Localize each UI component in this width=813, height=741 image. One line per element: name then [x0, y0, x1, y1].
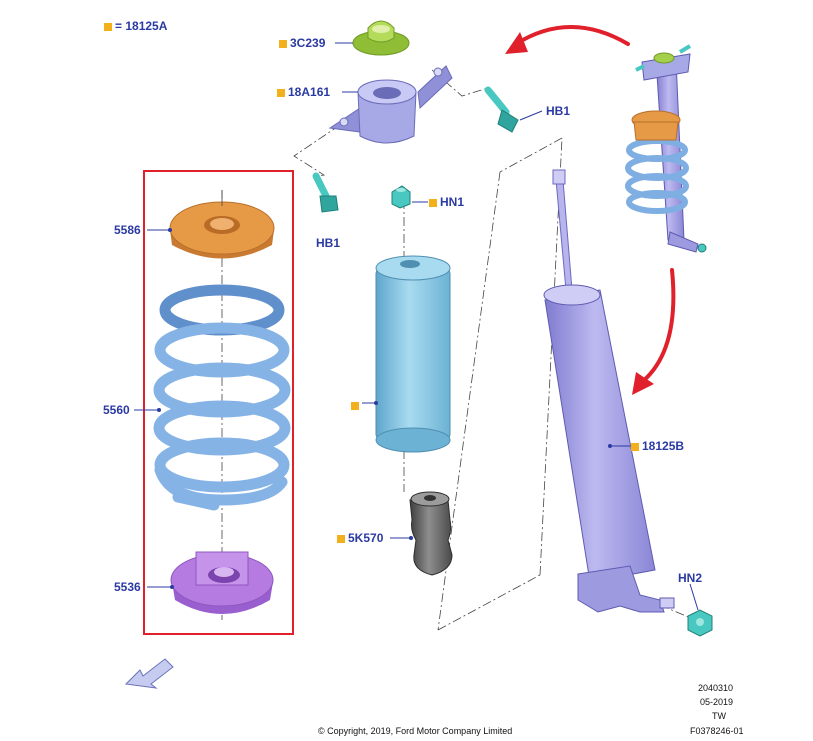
- callout-hn2: HN2: [678, 571, 703, 585]
- nut-hn2: [687, 609, 713, 637]
- square-marker-icon: [104, 22, 112, 31]
- footer-region: TW: [712, 711, 726, 721]
- footer-date: 05-2019: [700, 697, 734, 707]
- callout-5K570-label: 5K570: [348, 531, 384, 545]
- square-marker-icon: [351, 401, 359, 410]
- square-marker-icon: [277, 88, 285, 97]
- dust-boot: [375, 255, 451, 453]
- arrow-head-top: [505, 32, 528, 54]
- callout-18125B: 18125B: [631, 439, 684, 453]
- square-marker-icon: [429, 198, 437, 207]
- copyright: © Copyright, 2019, Ford Motor Company Li…: [318, 726, 513, 736]
- square-marker-icon: [337, 534, 345, 543]
- upper-insulator: [352, 20, 410, 56]
- nut-hn1: [391, 185, 411, 209]
- callout-3C239-label: 3C239: [290, 36, 326, 50]
- callout-hn1: HN1: [429, 195, 464, 209]
- red-curved-arrows: [514, 25, 676, 384]
- legend: = 18125A: [104, 19, 167, 33]
- callout-hn1-label: HN1: [440, 195, 465, 209]
- legend-code: 18125A: [125, 19, 168, 33]
- square-marker-icon: [279, 39, 287, 48]
- callout-5536: 5536: [114, 580, 141, 594]
- bolt-hb1-right: [484, 86, 519, 133]
- callout-hb1-right: HB1: [546, 104, 571, 118]
- lower-spring-seat: [170, 551, 274, 614]
- callout-5586: 5586: [114, 223, 141, 237]
- arrow-head-bottom: [632, 372, 654, 395]
- leader-lines: [134, 42, 699, 611]
- square-marker-icon: [631, 442, 639, 451]
- callout-5K570: 5K570: [337, 531, 383, 545]
- assembled-view-thumbnail: [625, 44, 707, 253]
- callout-3C239: 3C239: [279, 36, 325, 50]
- shock-absorber: [543, 169, 675, 613]
- callout-5560: 5560: [103, 403, 130, 417]
- callout-18A161: 18A161: [277, 85, 330, 99]
- front-direction-arrow-icon: [124, 658, 174, 689]
- callout-18A161-label: 18A161: [288, 85, 331, 99]
- spring-group-highlight-box: [143, 170, 294, 635]
- bump-stop: [409, 491, 453, 576]
- bolt-hb1-left: [312, 172, 339, 213]
- upper-spring-seat: [169, 190, 275, 259]
- callout-dust-boot-marker: [351, 398, 362, 412]
- legend-equals: =: [115, 19, 123, 33]
- upper-mount-bracket: [328, 65, 453, 144]
- coil-spring: [153, 284, 291, 511]
- callout-18125B-label: 18125B: [642, 439, 685, 453]
- footer-figure-id: F0378246-01: [690, 726, 744, 736]
- callout-hb1-left: HB1: [316, 236, 341, 250]
- footer-code: 2040310: [698, 683, 734, 693]
- leader-end-dots: [157, 228, 612, 589]
